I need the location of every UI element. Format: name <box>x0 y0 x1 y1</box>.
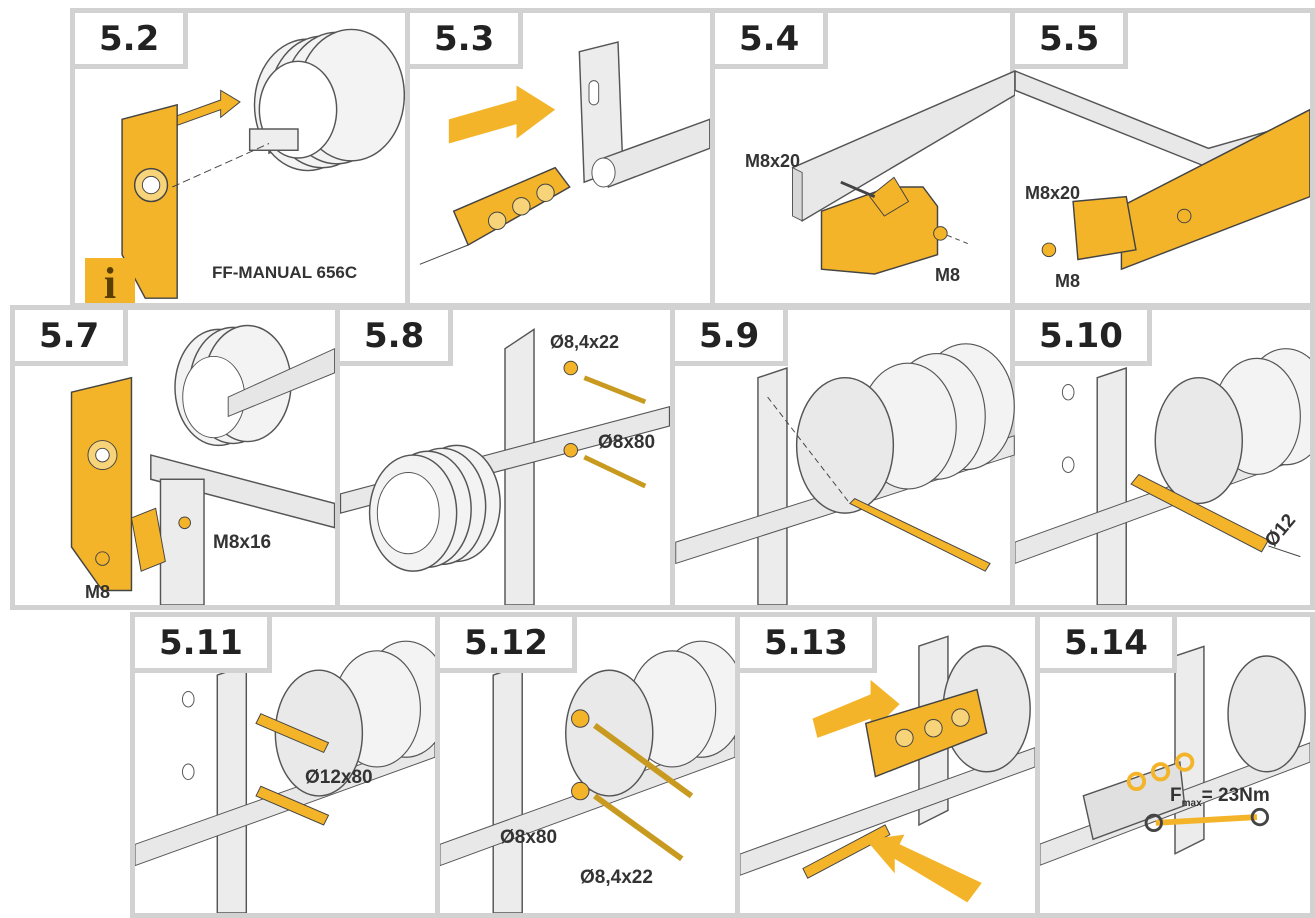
info-icon: i <box>85 258 135 303</box>
bolt-label: M8x20 <box>1025 183 1081 203</box>
screw-small-label: Ø8,4x22 <box>580 867 653 888</box>
bolt-label: M8x16 <box>213 532 272 553</box>
wall-plug-illustration <box>135 640 435 913</box>
step-5-11-panel: 5.11 Ø12x80 <box>130 612 440 918</box>
step-number: 5.3 <box>410 13 524 69</box>
screw-large-label: Ø8x80 <box>500 827 558 848</box>
rail-bracket-illustration <box>791 70 1015 275</box>
step-number: 5.7 <box>15 310 129 366</box>
bolt-label: M8x20 <box>745 151 801 171</box>
step-5-10-panel: 5.10 Ø12 <box>1010 305 1315 610</box>
step-5-12-panel: 5.12 Ø8x80 Ø8,4x22 <box>435 612 740 918</box>
screw-small-label: Ø8,4x22 <box>550 332 620 352</box>
plug-size-label: Ø12x80 <box>305 767 373 788</box>
step-5-2-panel: 5.2 i FF-MANUAL 656C <box>70 8 410 308</box>
torque-subscript: max <box>1181 797 1202 809</box>
step-number: 5.13 <box>740 617 877 673</box>
manual-reference-label: FF-MANUAL 656C <box>212 263 358 282</box>
step-5-14-panel: 5.14 Fmax= 23Nm <box>1035 612 1315 918</box>
step-number: 5.14 <box>1040 617 1177 673</box>
drum-bolting-illustration <box>340 327 670 605</box>
coupling-illustration <box>419 41 710 265</box>
drum-bracket-illustration <box>121 28 405 299</box>
step-5-7-panel: 5.7 M8x16 M8 <box>10 305 340 610</box>
nut-label: M8 <box>1055 271 1081 291</box>
step-number: 5.11 <box>135 617 272 673</box>
bracket-mounting-illustration <box>70 324 335 605</box>
torque-label: Fmax= 23Nm <box>1170 785 1270 809</box>
step-5-5-panel: 5.5 M8x20 M8 <box>1010 8 1315 308</box>
nut-label: M8 <box>935 265 961 285</box>
drilling-illustration <box>1015 348 1310 605</box>
step-5-3-panel: 5.3 <box>405 8 715 308</box>
step-5-13-panel: 5.13 <box>735 612 1040 918</box>
step-number: 5.5 <box>1015 13 1129 69</box>
step-number: 5.10 <box>1015 310 1152 366</box>
step-number: 5.9 <box>675 310 789 366</box>
marking-illustration <box>675 343 1015 605</box>
step-5-9-panel: 5.9 <box>670 305 1020 610</box>
screw-large-label: Ø8x80 <box>598 432 656 453</box>
nut-label: M8 <box>85 582 111 602</box>
torque-symbol: F <box>1170 785 1182 806</box>
step-number: 5.4 <box>715 13 829 69</box>
torque-value: = 23Nm <box>1201 785 1270 806</box>
step-5-8-panel: 5.8 Ø8,4x22 Ø8x80 <box>335 305 675 610</box>
coupling-slide-illustration <box>740 635 1035 903</box>
step-number: 5.8 <box>340 310 454 366</box>
tightening-illustration <box>1040 645 1310 866</box>
screw-fixing-illustration <box>440 640 735 913</box>
rail-joint-illustration <box>1015 70 1310 271</box>
step-number: 5.2 <box>75 13 189 69</box>
step-number: 5.12 <box>440 617 577 673</box>
step-5-4-panel: 5.4 M8x20 M8 <box>710 8 1020 308</box>
